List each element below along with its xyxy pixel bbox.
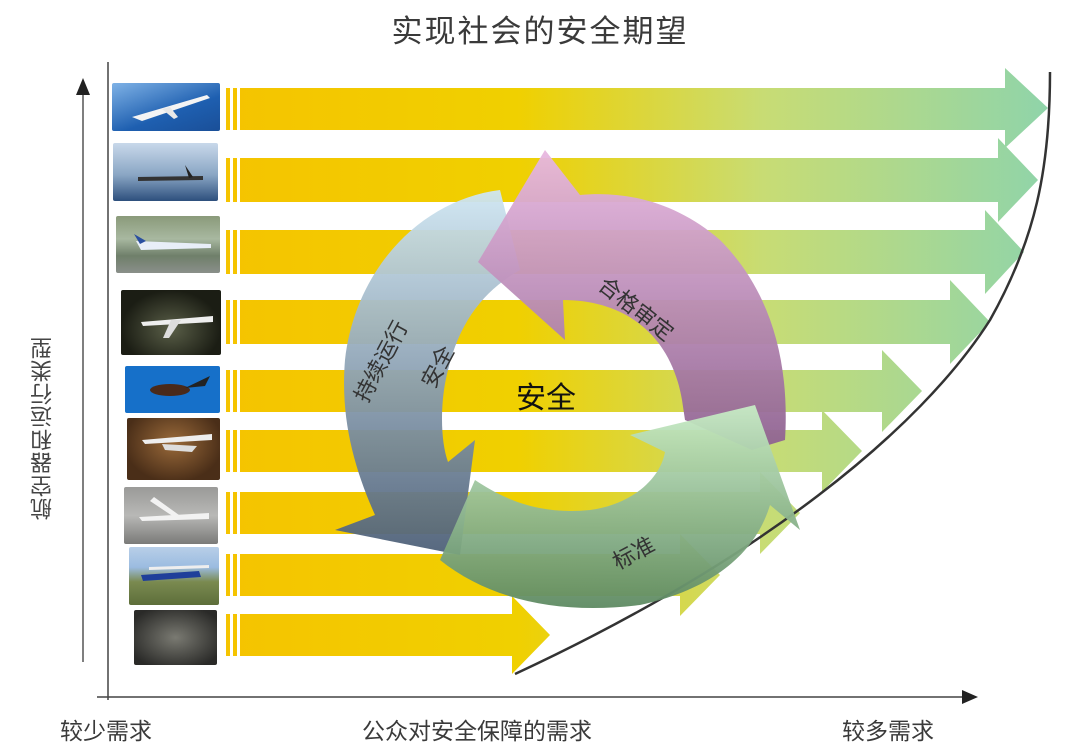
arrow-row-1 [226,68,1048,148]
cycle-center-label: 安全 [516,381,576,416]
safety-cycle [335,150,800,608]
arrow-row-9 [226,596,550,674]
x-axis-left-label: 较少需求 [60,719,152,745]
x-axis-right-label: 较多需求 [842,719,934,745]
y-indicator-arrowhead [76,78,90,95]
x-axis-label: 公众对安全保障的需求 [362,719,592,745]
aircraft-thumb-8 [129,547,219,605]
cycle-segment-continued-ops [335,190,520,555]
aircraft-thumb-7 [124,487,218,544]
aircraft-thumb-5 [125,366,220,413]
aircraft-thumb-2 [113,143,218,201]
aircraft-thumb-4 [121,290,221,355]
aircraft-thumb-1 [112,83,220,131]
axes [76,62,978,704]
arrow-row-2 [226,138,1038,222]
aircraft-thumb-6 [127,418,220,480]
aircraft-thumb-3 [116,216,220,273]
cycle-segment-certification [478,150,786,450]
cycle-segment-standards [440,405,800,608]
aircraft-thumb-9 [134,610,217,665]
x-axis-arrowhead [962,690,978,704]
diagram-title: 实现社会的安全期望 [391,14,689,50]
